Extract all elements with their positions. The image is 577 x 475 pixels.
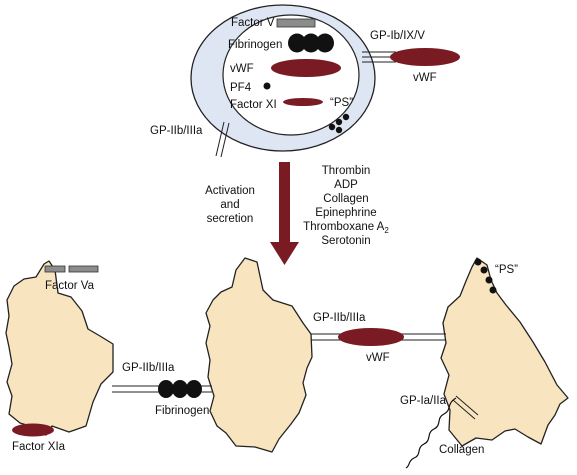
ps-activated-dots bbox=[474, 258, 497, 294]
vwf-label: vWF bbox=[230, 63, 254, 75]
pf4-dot bbox=[263, 82, 271, 90]
gp-ia-iia-label: GP-Ia/IIa bbox=[400, 395, 447, 407]
gp-iib-iiia-resting-receptor bbox=[215, 121, 230, 158]
gp-iib-iiia-resting-label: GP-IIb/IIIa bbox=[150, 125, 203, 137]
activation-line-2: and bbox=[220, 199, 239, 211]
factor-xi-shape bbox=[283, 98, 323, 106]
activated-platelet-left: Factor Va Factor XIa bbox=[5, 260, 114, 453]
fibrinogen-label: Fibrinogen bbox=[228, 39, 282, 51]
factor-va-label: Factor Va bbox=[45, 280, 95, 292]
factor-xia-shape bbox=[12, 423, 54, 437]
collagen-fiber bbox=[405, 397, 457, 469]
factor-va-bars bbox=[44, 265, 99, 273]
activation-line-3: secretion bbox=[207, 213, 254, 225]
gp-ia-iia-receptor bbox=[452, 395, 479, 420]
vwf-bridge bbox=[311, 328, 446, 346]
activated-platelet-right-body bbox=[440, 257, 569, 447]
vwf-bridge-label: vWF bbox=[366, 352, 390, 364]
agonist-thromboxane: Thromboxane A2 bbox=[303, 221, 389, 235]
fibrinogen-bridge-dimer bbox=[158, 380, 202, 398]
ps-dots bbox=[328, 113, 350, 134]
factor-xi-label: Factor XI bbox=[230, 99, 277, 111]
vwf-external-shape bbox=[390, 48, 460, 66]
gp-ib-ix-v-label: GP-Ib/IX/V bbox=[370, 30, 425, 42]
fibrinogen-dimer bbox=[288, 33, 334, 53]
agonist-thrombin: Thrombin bbox=[322, 165, 371, 177]
factor-v-label: Factor V bbox=[231, 17, 275, 29]
activated-platelet-middle bbox=[205, 257, 313, 453]
vwf-granule-shape bbox=[271, 59, 341, 77]
activated-platelet-right: “PS” bbox=[440, 257, 569, 447]
factor-v-bar bbox=[276, 18, 316, 28]
factor-xia-label: Factor XIa bbox=[12, 441, 66, 453]
agonist-serotonin: Serotonin bbox=[321, 235, 370, 247]
agonist-adp: ADP bbox=[334, 179, 358, 191]
gp-iib-iiia-right-label: GP-IIb/IIIa bbox=[313, 312, 366, 324]
activated-platelet-middle-body bbox=[205, 257, 313, 453]
ps-label: “PS” bbox=[330, 97, 353, 109]
vwf-external-label: vWF bbox=[413, 72, 437, 84]
activation-line-1: Activation bbox=[205, 185, 255, 197]
collagen-label: Collagen bbox=[439, 444, 484, 456]
activation-transition: Activation and secretion Thrombin ADP Co… bbox=[205, 162, 389, 265]
fibrinogen-bridge bbox=[112, 380, 212, 398]
resting-platelet: Factor V Fibrinogen vWF PF4 Factor XI “P… bbox=[150, 4, 460, 158]
ps-activated-label: “PS” bbox=[495, 264, 518, 276]
fibrinogen-bridge-label: Fibrinogen bbox=[155, 405, 209, 417]
agonist-collagen: Collagen bbox=[323, 193, 368, 205]
gp-iib-iiia-left-label: GP-IIb/IIIa bbox=[122, 362, 175, 374]
agonist-epinephrine: Epinephrine bbox=[315, 207, 376, 219]
agonist-list: Thrombin ADP Collagen Epinephrine Thromb… bbox=[303, 165, 389, 247]
activation-arrow bbox=[270, 162, 299, 265]
vwf-bridge-shape bbox=[338, 328, 404, 346]
pf4-label: PF4 bbox=[230, 82, 252, 94]
